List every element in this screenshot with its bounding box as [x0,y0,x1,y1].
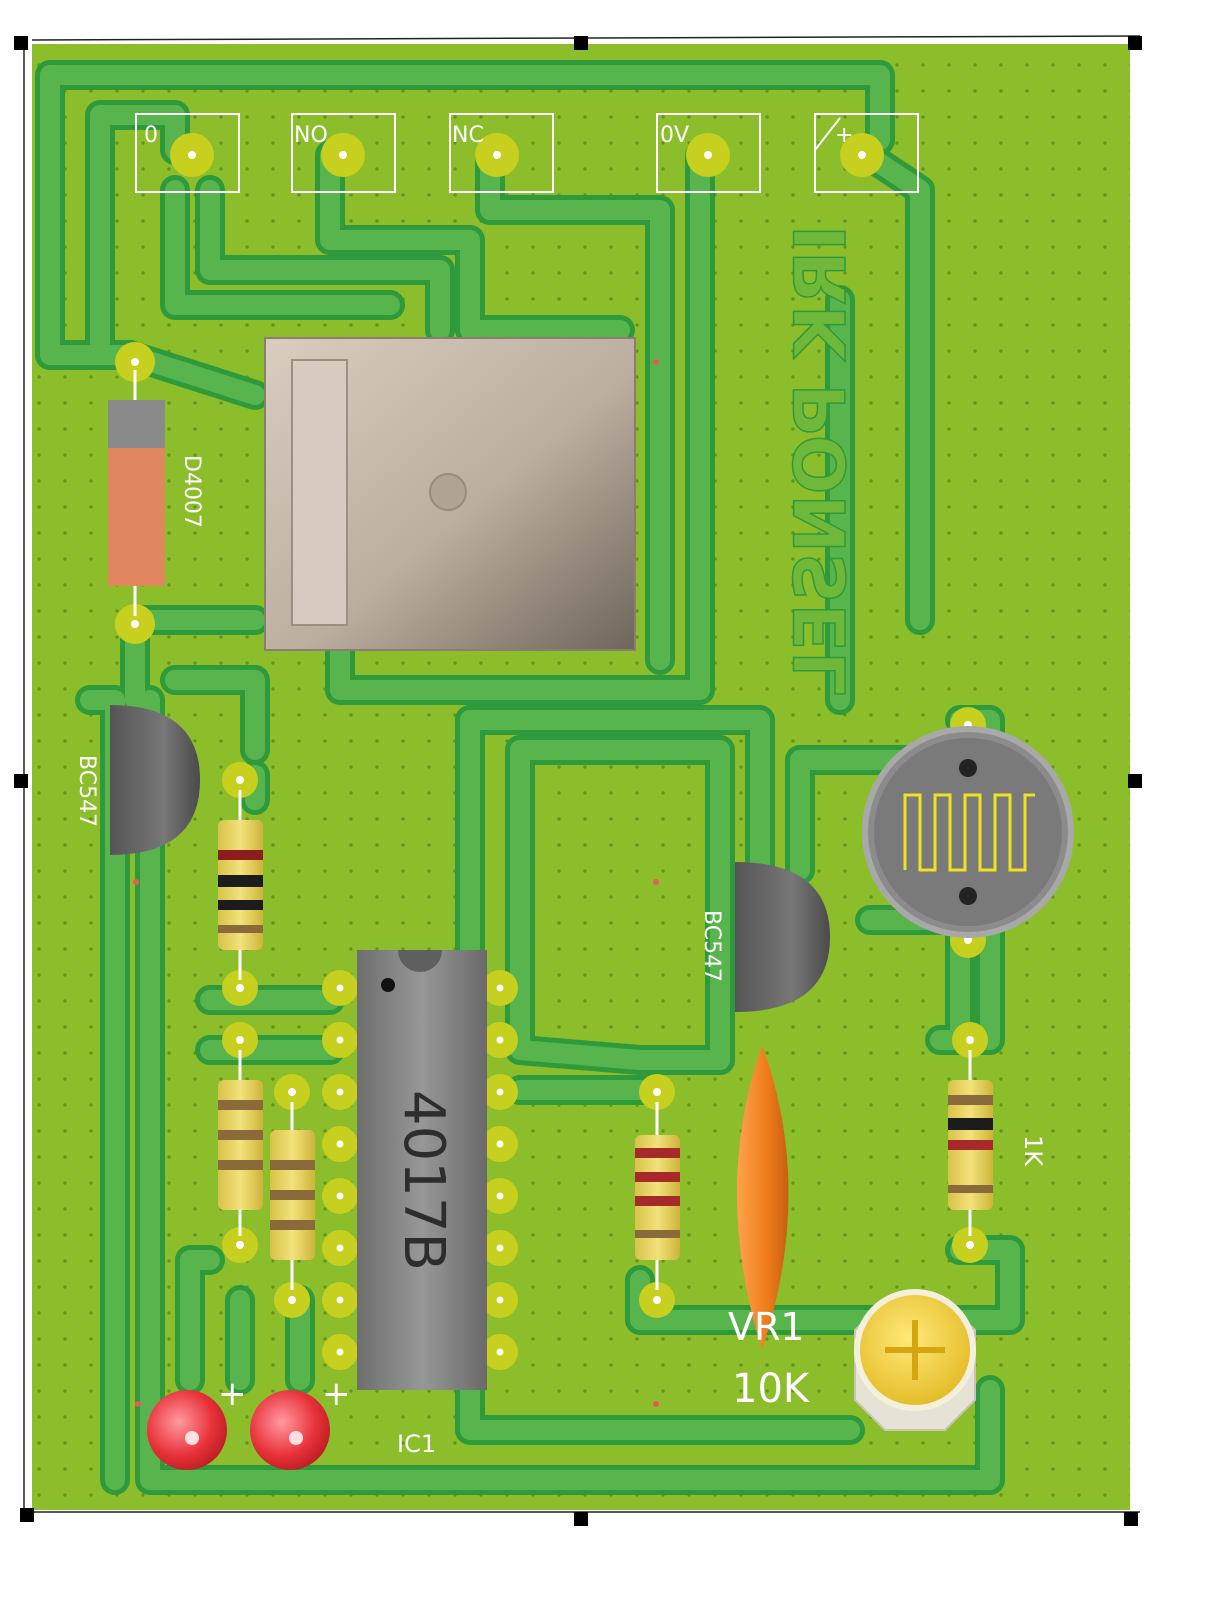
ic-part-label: 4017B [391,1090,456,1271]
resistor-r2[interactable] [218,1022,263,1263]
selection-handles[interactable] [14,36,1142,1526]
resistor-1k[interactable]: 1K [948,1022,1047,1263]
terminal-label-no: NO [294,123,328,148]
ic-4017b[interactable]: 4017B IC1 [322,950,518,1458]
terminal-label-0: 0 [144,123,158,148]
ic-ref-label: IC1 [397,1430,436,1458]
transistor-left-bc547[interactable]: BC547 [74,705,200,855]
resistor-r3[interactable] [270,1074,315,1318]
capacitor[interactable] [737,1045,789,1350]
transistor-right-bc547[interactable]: BC547 [699,862,830,1012]
led-left[interactable]: + [147,1374,247,1470]
board-watermark: IRK PONSEL [780,225,862,696]
ldr-track-icon [903,793,1035,872]
diode-label: D4007 [179,455,204,528]
via-markers [133,359,659,1407]
terminal-0[interactable]: 0 [135,113,240,193]
output-terminal-block: 0 NO NC 0V + [135,113,919,193]
terminal-label-0v: 0V [660,123,689,148]
resistor-r4[interactable] [635,1074,680,1318]
terminal-label-plus: + [835,123,853,148]
transistor-left-label: BC547 [74,755,99,827]
relay[interactable] [264,337,636,651]
led-right-plus: + [322,1374,351,1414]
resistor-1k-label: 1K [1019,1135,1047,1167]
copper-traces [40,65,1020,1490]
potentiometer-vr1[interactable]: VR1 10K [728,1289,976,1431]
led-right[interactable]: + [250,1374,351,1470]
led-left-plus: + [218,1374,247,1414]
resistor-r1[interactable] [218,762,263,1006]
terminal-0v[interactable]: 0V [656,113,761,193]
terminal-label-nc: NC [452,123,484,148]
pot-ref-label: VR1 [728,1305,805,1349]
ldr-sensor[interactable] [862,707,1074,958]
terminal-plus[interactable]: + [814,113,919,193]
transistor-right-label: BC547 [699,910,724,982]
terminal-nc[interactable]: NC [449,113,554,193]
pot-value-label: 10K [732,1366,811,1412]
terminal-no[interactable]: NO [291,113,396,193]
diode-d4007[interactable]: D4007 [108,342,204,644]
